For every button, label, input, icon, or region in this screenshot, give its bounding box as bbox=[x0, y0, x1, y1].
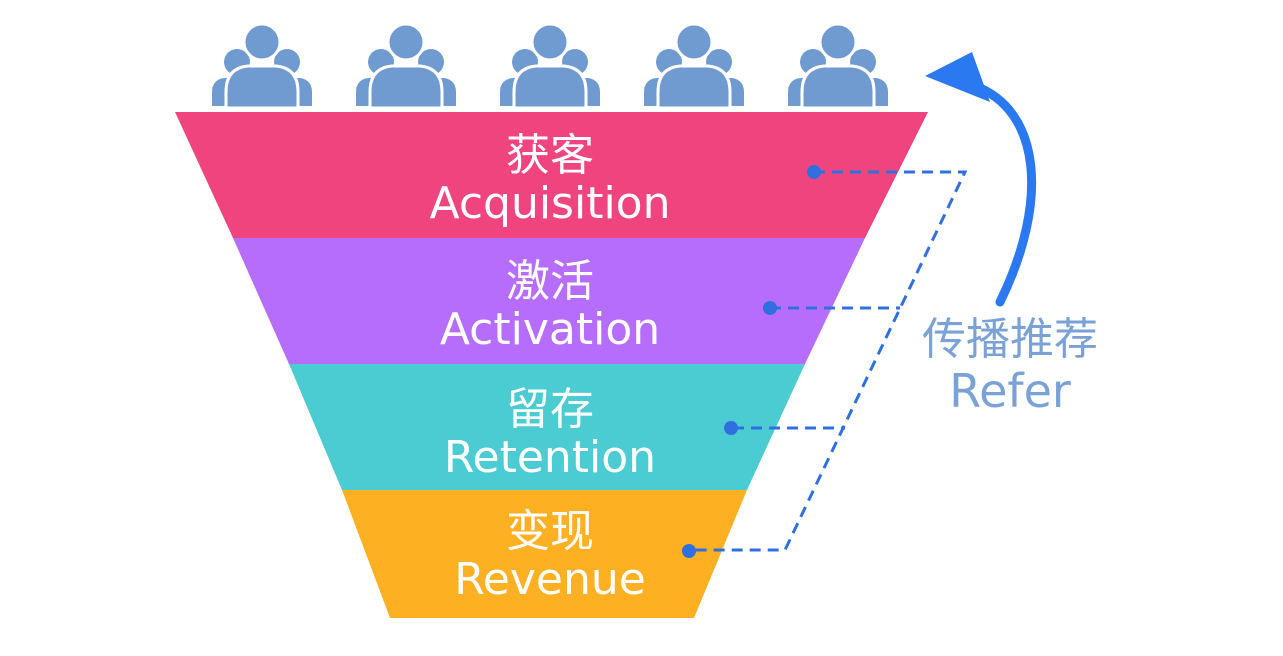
label-revenue-zh: 变现 bbox=[506, 506, 594, 557]
refer-connectors bbox=[690, 170, 968, 552]
label-revenue: 变现 Revenue bbox=[400, 510, 700, 608]
refer-arrow-shaft bbox=[970, 81, 1037, 307]
refer-label-zh: 传播推荐 bbox=[922, 314, 1098, 365]
label-retention-zh: 留存 bbox=[506, 384, 594, 435]
funnel-band-revenue bbox=[342, 490, 747, 618]
label-retention-en: Retention bbox=[443, 432, 657, 483]
people-group-icon bbox=[786, 22, 890, 110]
connector-acquisition bbox=[690, 170, 968, 552]
funnel-band-acquisition bbox=[175, 112, 928, 238]
connector-dots bbox=[682, 165, 821, 558]
funnel-band-retention bbox=[289, 364, 805, 490]
label-revenue-en: Revenue bbox=[454, 554, 646, 605]
label-retention: 留存 Retention bbox=[400, 388, 700, 486]
refer-label-en: Refer bbox=[949, 364, 1071, 418]
label-activation-zh: 激活 bbox=[506, 256, 594, 307]
dot-revenue bbox=[682, 544, 696, 558]
dot-retention bbox=[724, 421, 738, 435]
people-row bbox=[210, 22, 890, 110]
label-acquisition-en: Acquisition bbox=[429, 178, 671, 229]
refer-label: 传播推荐 Refer bbox=[900, 318, 1120, 418]
people-group-icon bbox=[210, 22, 314, 110]
dot-acquisition bbox=[807, 165, 821, 179]
people-group-icon bbox=[498, 22, 602, 110]
label-activation: 激活 Activation bbox=[400, 260, 700, 358]
label-activation-en: Activation bbox=[439, 304, 661, 355]
label-acquisition-zh: 获客 bbox=[506, 130, 594, 181]
label-acquisition: 获客 Acquisition bbox=[400, 134, 700, 232]
people-group-icon bbox=[642, 22, 746, 110]
refer-arrow-head bbox=[925, 52, 990, 102]
dot-activation bbox=[763, 301, 777, 315]
people-group-icon bbox=[354, 22, 458, 110]
funnel-band-activation bbox=[233, 238, 865, 364]
